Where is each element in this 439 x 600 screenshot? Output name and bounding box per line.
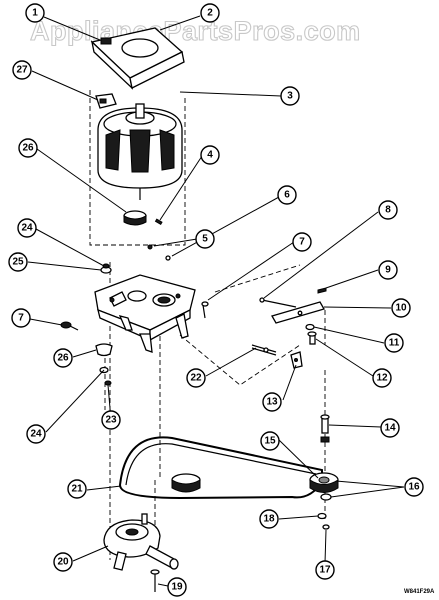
svg-text:6: 6 — [284, 190, 290, 201]
callout-24-lower: 24 — [26, 424, 46, 444]
motor-switch-clip — [95, 93, 117, 109]
svg-text:24: 24 — [21, 223, 33, 234]
callout-5: 5 — [195, 229, 215, 249]
pump — [103, 513, 179, 571]
callout-4: 4 — [200, 145, 220, 165]
callout-7-right: 7 — [292, 232, 312, 252]
callout-9: 9 — [378, 260, 398, 280]
lower-grommet-stack — [95, 343, 113, 386]
motor-pulley — [123, 210, 147, 226]
svg-text:7: 7 — [18, 313, 24, 324]
svg-text:18: 18 — [263, 514, 275, 525]
watermark: AppliancePartsPros.com — [30, 16, 361, 46]
callout-10: 10 — [391, 298, 411, 318]
svg-text:1: 1 — [32, 8, 38, 19]
motor — [97, 103, 183, 200]
svg-text:2: 2 — [207, 8, 213, 19]
svg-text:11: 11 — [389, 338, 400, 349]
callout-26-upper: 26 — [18, 138, 38, 158]
svg-text:4: 4 — [207, 150, 213, 161]
pump-screw-19 — [150, 569, 160, 592]
nut-18 — [317, 512, 327, 520]
callout-14: 14 — [380, 418, 400, 438]
svg-text:15: 15 — [264, 436, 276, 447]
svg-text:19: 19 — [171, 582, 183, 593]
linkage-rod-8 — [259, 297, 297, 308]
callout-18: 18 — [259, 509, 279, 529]
screw-17 — [322, 524, 330, 530]
svg-text:21: 21 — [71, 484, 83, 495]
svg-text:5: 5 — [202, 234, 208, 245]
key — [154, 218, 163, 225]
callout-22: 22 — [186, 368, 206, 388]
clutch-pulley-15 — [309, 472, 339, 493]
leader-lines — [27, 15, 405, 587]
svg-text:26: 26 — [22, 143, 34, 154]
svg-text:17: 17 — [319, 565, 331, 576]
callout-20: 20 — [53, 552, 73, 572]
callout-19: 19 — [167, 577, 187, 597]
svg-text:25: 25 — [12, 257, 24, 268]
callout-17: 17 — [315, 560, 335, 580]
callout-1: 1 — [25, 3, 45, 23]
callout-6: 6 — [277, 185, 297, 205]
callout-24-upper: 24 — [17, 218, 37, 238]
callout-12: 12 — [372, 368, 392, 388]
callout-7-left: 7 — [11, 308, 31, 328]
svg-text:12: 12 — [376, 373, 388, 384]
svg-text:20: 20 — [57, 557, 69, 568]
svg-text:10: 10 — [395, 303, 407, 314]
washer-11 — [305, 323, 315, 331]
screw-small — [147, 244, 171, 261]
shaft-14 — [320, 414, 330, 443]
svg-text:7: 7 — [299, 237, 305, 248]
svg-text:23: 23 — [105, 415, 117, 426]
callout-23: 23 — [101, 410, 121, 430]
motor-mount-upper — [100, 263, 112, 274]
arm-22 — [251, 344, 277, 356]
svg-text:27: 27 — [16, 65, 28, 76]
svg-text:13: 13 — [266, 397, 278, 408]
svg-text:16: 16 — [408, 482, 420, 493]
diagram-code: W841F29A — [404, 589, 435, 595]
motor-cover — [90, 27, 185, 90]
callout-21: 21 — [67, 479, 87, 499]
washer-16 — [320, 493, 332, 501]
callout-13: 13 — [262, 392, 282, 412]
drive-belt — [118, 436, 323, 500]
svg-text:3: 3 — [287, 91, 293, 102]
svg-text:9: 9 — [385, 265, 391, 276]
clip-9 — [317, 287, 327, 294]
callout-27: 27 — [12, 60, 32, 80]
bracket-10 — [271, 301, 325, 324]
bolt-left — [60, 321, 79, 331]
callout-2: 2 — [200, 3, 220, 23]
callout-15: 15 — [260, 431, 280, 451]
callout-16: 16 — [404, 477, 424, 497]
callout-25: 25 — [8, 252, 28, 272]
stud-12 — [307, 331, 317, 345]
callout-8: 8 — [378, 200, 398, 220]
bolt-right — [201, 301, 209, 319]
callout-11: 11 — [384, 333, 404, 353]
callout-26-lower: 26 — [53, 348, 73, 368]
callout-3: 3 — [280, 86, 300, 106]
svg-text:14: 14 — [384, 423, 396, 434]
svg-text:8: 8 — [385, 205, 391, 216]
svg-text:24: 24 — [30, 429, 42, 440]
pulley-left — [171, 473, 201, 493]
svg-text:22: 22 — [190, 373, 202, 384]
svg-text:26: 26 — [57, 353, 69, 364]
motor-mount-bracket — [94, 274, 196, 353]
latch-13 — [290, 351, 303, 369]
